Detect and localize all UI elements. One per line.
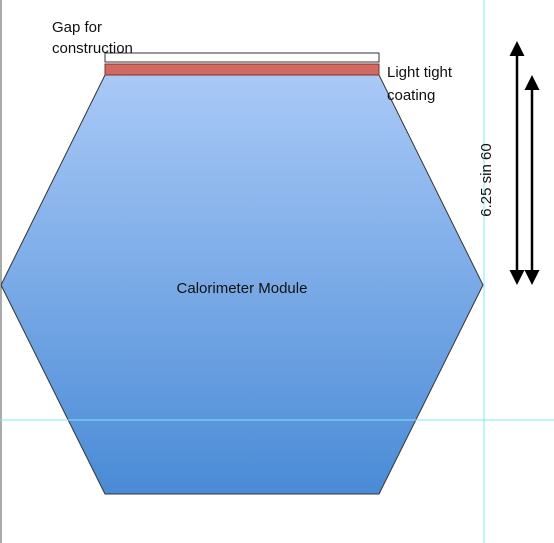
module-label: Calorimeter Module (177, 280, 308, 297)
coating-label-line2: coating (387, 87, 435, 104)
gap-label-line1: Gap for (52, 19, 102, 36)
dimension-label: 6.25 sin 60 (478, 143, 495, 216)
gap-label-line2: construction (52, 40, 133, 57)
construction-gap-bar (104, 52, 380, 63)
coating-label-line1: Light tight (387, 64, 453, 81)
light-tight-coating-bar (104, 63, 380, 76)
